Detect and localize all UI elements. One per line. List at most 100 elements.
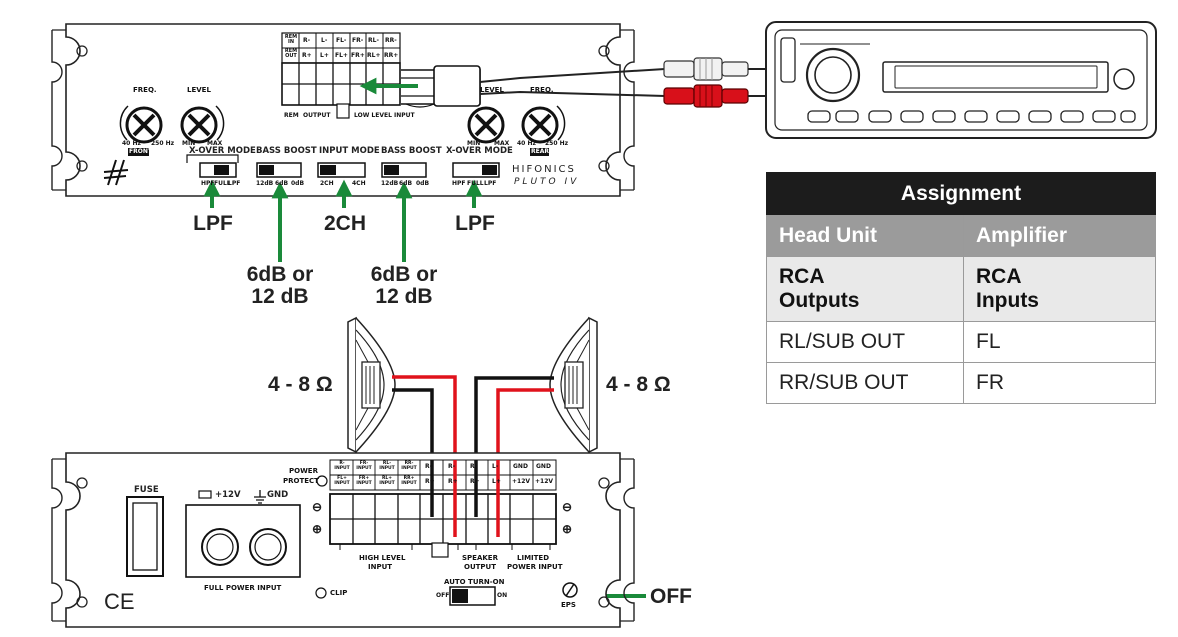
conn-rem-label: REM [284, 112, 299, 119]
conn-label: FR+ [351, 52, 365, 59]
impedance-right: 4 - 8 Ω [606, 373, 671, 396]
power-protect-led [316, 475, 328, 487]
conn-label: FL+ [335, 52, 348, 59]
term-label: +12V [535, 478, 554, 485]
minus-sign-right: ⊖ [562, 500, 573, 514]
front-level-label: LEVEL [187, 86, 211, 94]
rear-level-max: MAX [494, 140, 510, 147]
hifonics-logo-icon [103, 159, 129, 186]
ground-icon [254, 490, 266, 504]
front-freq-max: 250 Hz [151, 140, 175, 147]
impedance-left: 4 - 8 Ω [268, 373, 333, 396]
callout-bass-left-line2: 12 dB [251, 285, 309, 308]
front-level-max: MAX [207, 140, 223, 147]
term-label: +12V [512, 478, 531, 485]
rear-badge-bg [530, 148, 549, 156]
plus12v-label: +12V [215, 490, 241, 500]
screw-hole [598, 477, 610, 489]
rca-white-connector [663, 57, 768, 81]
switch-opt: HPF [201, 180, 215, 187]
auto-turn-on-label: AUTO TURN-ON [444, 578, 505, 586]
term-label: FR- INPUT [356, 461, 372, 471]
callout-auto-turn-on-off: OFF [650, 585, 692, 608]
switch-opt: LPF [484, 180, 497, 187]
conn-label: RR+ [384, 52, 399, 59]
screw-hole [76, 596, 88, 608]
eps-icon [562, 582, 578, 598]
brand-name: HIFONICS [512, 164, 576, 175]
battery-icon [198, 490, 212, 499]
switch-opt: 6dB [399, 180, 413, 187]
ce-mark: CE [104, 589, 135, 614]
callout-bass-right-line1: 6dB or [370, 263, 438, 286]
table-title-row: Assignment [766, 172, 1156, 215]
power-protect-label-1: POWER [289, 467, 318, 475]
screw-hole [76, 45, 88, 57]
fuse-label: FUSE [134, 485, 159, 495]
term-label: R+ [470, 478, 480, 485]
speaker-terminal-block [329, 459, 557, 558]
term-label: GND [536, 463, 551, 470]
screw-hole [76, 160, 88, 172]
conn-label: L+ [320, 52, 329, 59]
rear-freq-min: 40 Hz [517, 140, 536, 147]
switch-opt: 0dB [416, 180, 430, 187]
low-level-input-connector [281, 32, 401, 119]
term-label: RR- INPUT [401, 461, 417, 471]
rear-badge: REAR [531, 148, 549, 155]
table-cell: FR [963, 362, 1156, 404]
conn-label: REM IN [284, 34, 298, 45]
switch-title-bass-front: BASS BOOST [256, 146, 317, 156]
auto-turn-on-switch [449, 586, 496, 606]
model-name: PLUTO IV [514, 177, 580, 187]
table-title: Assignment [766, 172, 1156, 215]
head-unit-radio [765, 21, 1157, 139]
switch-bass-boost-rear [381, 162, 427, 178]
table-cell: RR/SUB OUT [766, 362, 964, 404]
clip-label: CLIP [330, 589, 348, 597]
left-subwoofer [347, 316, 396, 454]
switch-opt: 12dB [256, 180, 274, 187]
switch-opt: 2CH [320, 180, 334, 187]
screw-hole [76, 477, 88, 489]
callout-bass-left-line1: 6dB or [246, 263, 314, 286]
switch-off-label: OFF [436, 592, 450, 599]
conn-output-label: OUTPUT [303, 112, 331, 119]
conn-label: RR- [385, 37, 397, 44]
fuse-holder [126, 496, 164, 577]
table-row: RR/SUB OUT FR [766, 362, 1156, 404]
screw-hole [598, 45, 610, 57]
limited-power-input-label-2: POWER INPUT [507, 563, 563, 571]
table-cell: FL [963, 321, 1156, 363]
rear-level-knob [467, 106, 505, 144]
table-subheader-text: RCA [976, 265, 1022, 288]
switch-opt: LPF [228, 180, 241, 187]
term-label: R- [425, 463, 433, 470]
plus-sign-right: ⊕ [562, 522, 573, 536]
table-subheader-text: RCA [779, 265, 825, 288]
conn-label: RL- [368, 37, 379, 44]
table-subheader-cell: RCA Inputs [963, 256, 1156, 322]
conn-label: R- [303, 37, 311, 44]
table-subheader-text: Inputs [976, 289, 1039, 312]
switch-xover-rear [452, 162, 500, 178]
callout-lpf-left: LPF [193, 212, 233, 235]
term-label: L- [492, 463, 499, 470]
clip-led [315, 587, 327, 599]
switch-bass-boost-front [256, 162, 302, 178]
switch-opt: HPF [452, 180, 466, 187]
switch-opt: 4CH [352, 180, 366, 187]
conn-label: REM OUT [284, 48, 298, 59]
switch-title-input-mode: INPUT MODE [319, 146, 380, 156]
rear-freq-knob [521, 105, 566, 144]
term-label: R- [448, 463, 456, 470]
front-freq-knob [119, 105, 163, 144]
switch-on-label: ON [497, 592, 508, 599]
switch-xover-front [186, 154, 239, 178]
switch-opt: FULL [214, 180, 231, 187]
front-level-knob [180, 105, 225, 144]
conn-label: R+ [302, 52, 312, 59]
speaker-output-label-2: OUTPUT [464, 563, 496, 571]
callout-bass-right-line2: 12 dB [375, 285, 433, 308]
